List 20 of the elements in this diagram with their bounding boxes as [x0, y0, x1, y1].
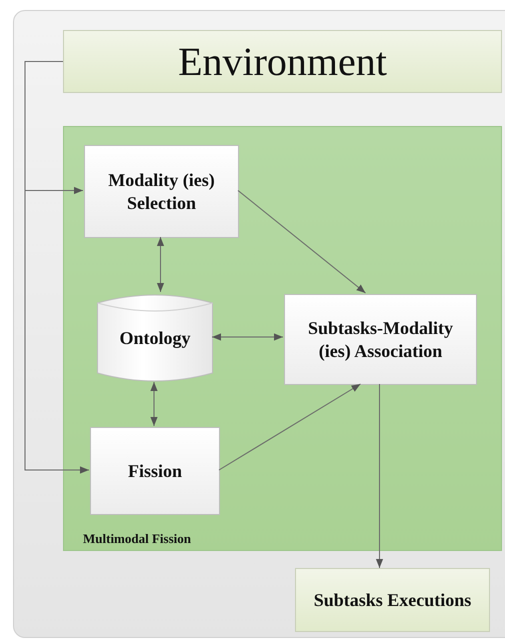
arrow: [156, 236, 164, 292]
arrow: [212, 333, 284, 341]
node-label: Modality (ies) Selection: [107, 169, 216, 214]
node-label: Subtasks-Modality (ies) Association: [306, 317, 454, 362]
arrow: [376, 384, 384, 568]
process-box: [284, 294, 477, 385]
node-label: Ontology: [118, 326, 192, 350]
group-title: Multimodal Fission: [82, 530, 192, 547]
arrow: [24, 61, 90, 474]
arrow: [238, 190, 366, 294]
process-box: [90, 427, 220, 515]
group-panel: [63, 126, 502, 551]
node-label: Fission: [126, 460, 184, 482]
arrow: [218, 384, 361, 470]
process-box: [295, 568, 490, 632]
node-label: Subtasks Executions: [312, 588, 472, 612]
process-box: [63, 30, 502, 93]
process-box: [84, 145, 239, 238]
node-label: Environment: [177, 38, 388, 86]
arrow: [150, 382, 158, 426]
